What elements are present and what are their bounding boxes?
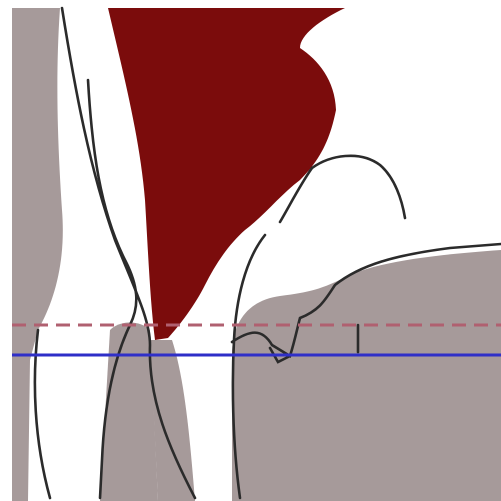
diagram-canvas xyxy=(0,0,501,501)
anatomical-diagram xyxy=(0,0,501,501)
